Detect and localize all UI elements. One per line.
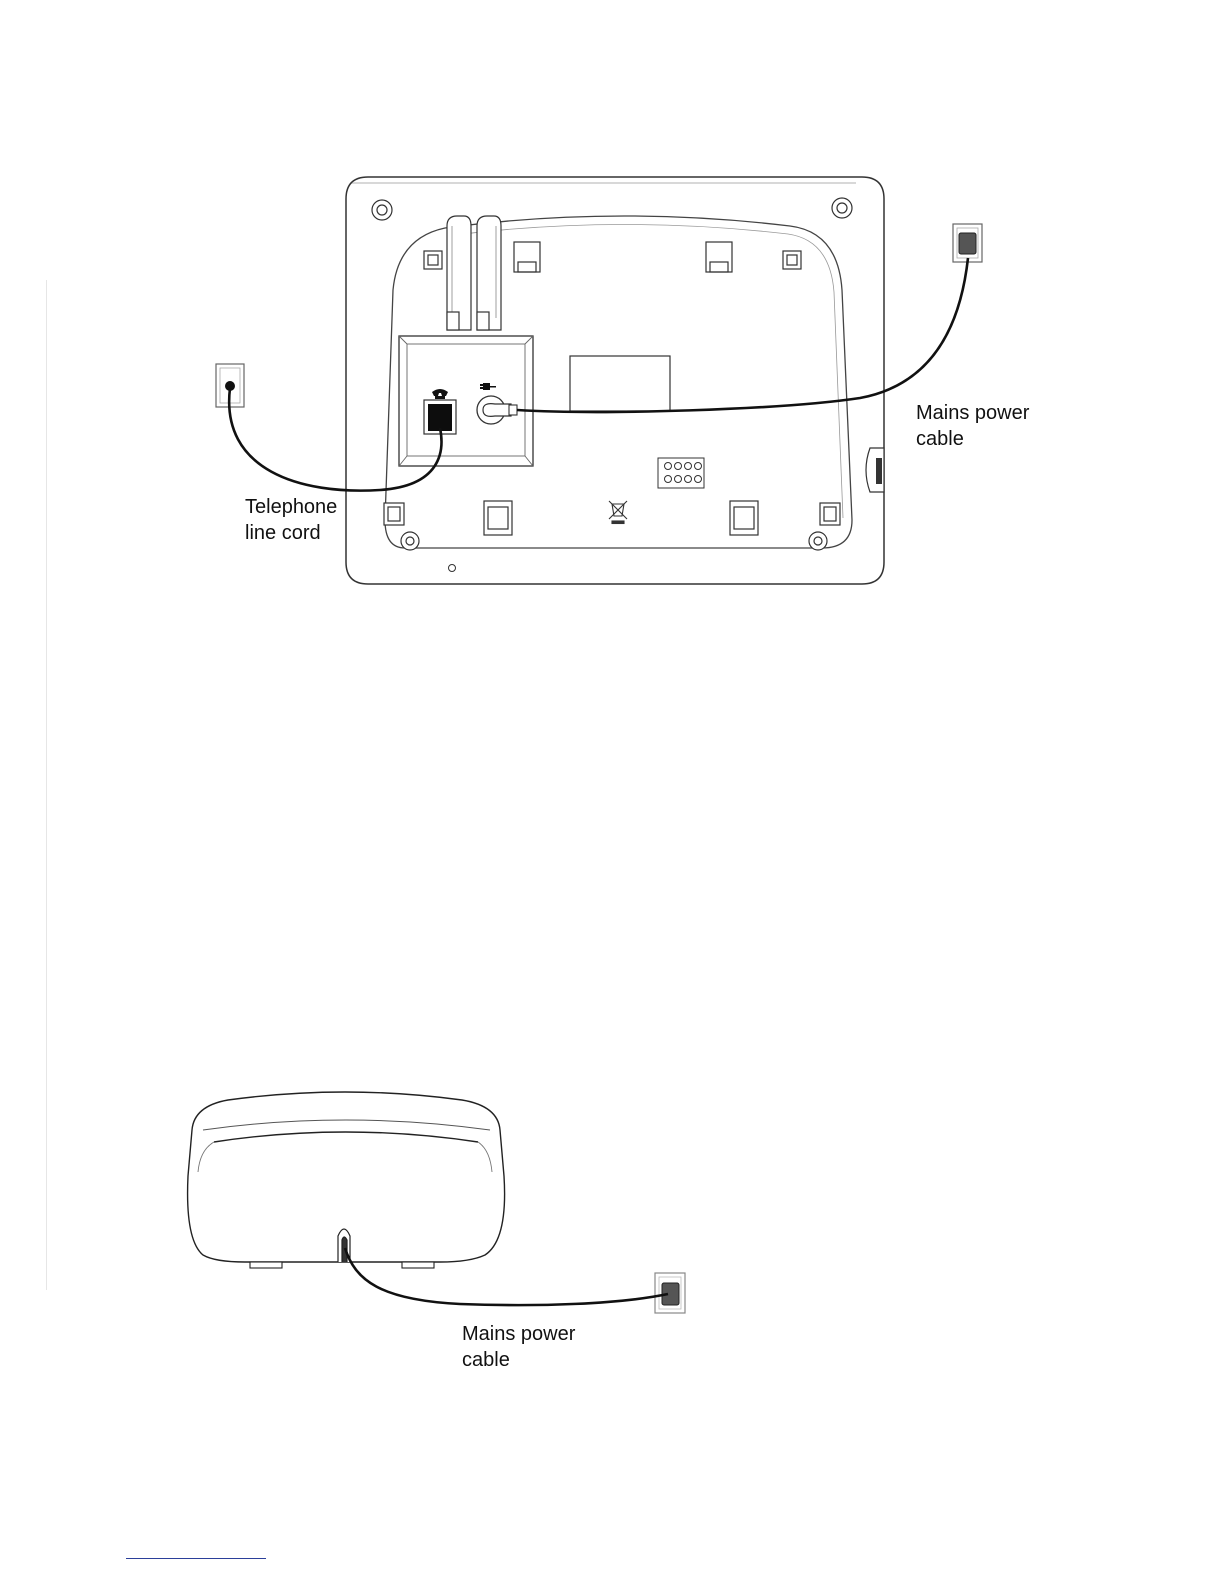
charging-contacts: [658, 458, 704, 488]
label-plate: [570, 356, 670, 411]
telephone-line-cord-label: Telephone line cord: [245, 494, 337, 546]
foot-top-right: [783, 251, 801, 269]
screw-hole-top-right: [832, 198, 852, 218]
small-hole: [449, 565, 456, 572]
foot-bottom-left: [384, 503, 404, 525]
mains-power-cable-label-charger: Mains power cable: [462, 1321, 575, 1373]
base-station-rear-diagram: [0, 0, 1224, 620]
screw-hole-top-left: [372, 200, 392, 220]
screw-hole-bottom-right: [809, 532, 827, 550]
wall-socket-icon: [655, 1273, 685, 1313]
screw-hole-bottom-left: [401, 532, 419, 550]
connector-panel: [399, 336, 533, 466]
foot-bottom-right: [820, 503, 840, 525]
mains-power-cable-label: Mains power cable: [916, 400, 1029, 452]
wall-socket-icon: [953, 224, 982, 262]
charger-feet: [250, 1262, 434, 1268]
footer-rule: [126, 1558, 266, 1559]
charger-cradle-diagram: [0, 1080, 1224, 1320]
foot-top-left: [424, 251, 442, 269]
